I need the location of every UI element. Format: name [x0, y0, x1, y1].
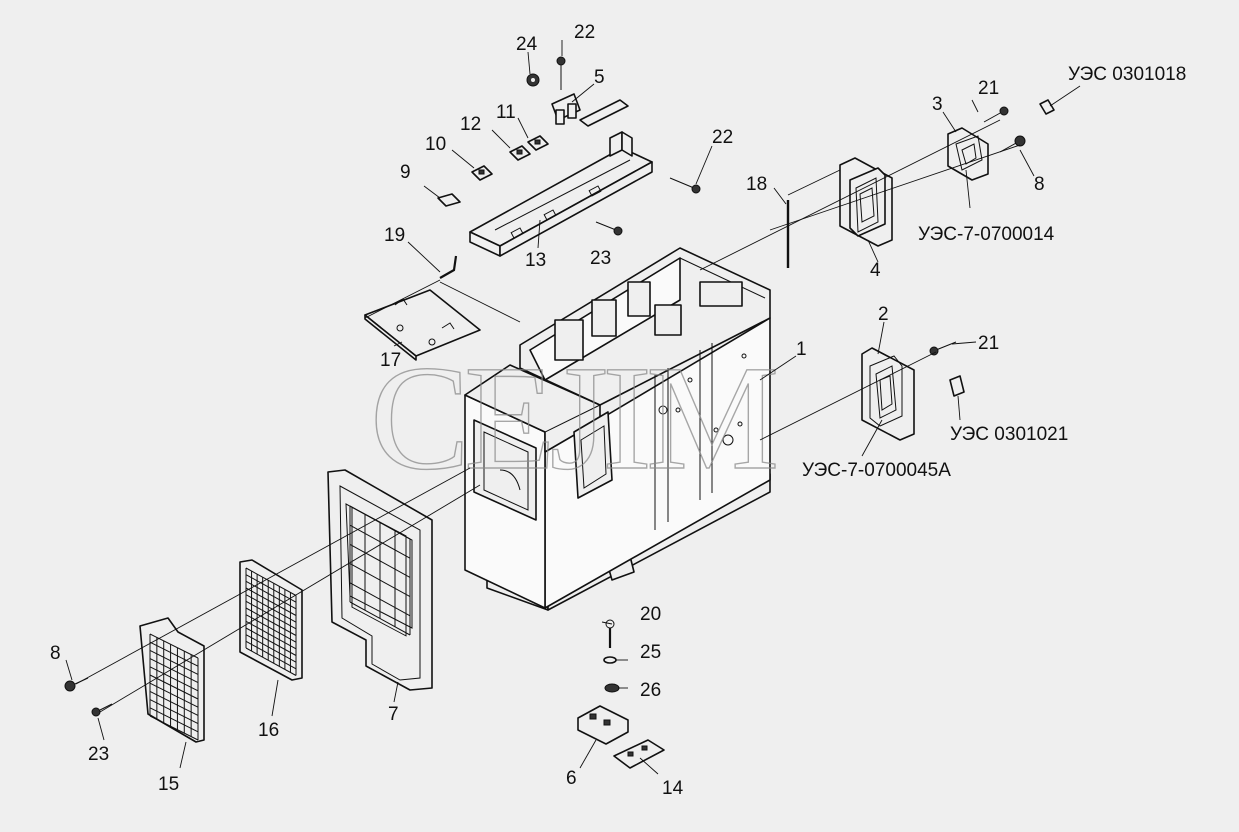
callout-16: 16: [258, 720, 279, 741]
callout-labels: 1 2 3 4 5 6 7 8 8 9 10 11 12 13 14 15 16…: [50, 22, 1045, 799]
callout-19: 19: [384, 225, 405, 246]
callout-8-right: 8: [1034, 174, 1045, 195]
watermark-logo: CEJIM: [370, 335, 775, 501]
callout-26: 26: [640, 680, 661, 701]
callout-4: 4: [870, 260, 881, 281]
callout-9: 9: [400, 162, 411, 183]
plate-part-12: [509, 145, 531, 161]
callout-17: 17: [380, 350, 401, 371]
callout-21-mid: 21: [978, 333, 999, 354]
callout-3: 3: [932, 94, 943, 115]
bolt-part-8-right: [999, 135, 1026, 153]
callout-18: 18: [746, 174, 767, 195]
washer-part-9: [437, 193, 461, 207]
grille-door-part-15: [139, 617, 205, 743]
plate-part-14: [613, 739, 665, 769]
callout-20: 20: [640, 604, 661, 625]
callout-22-top: 22: [574, 22, 595, 43]
callout-8-left: 8: [50, 643, 61, 664]
callout-22-right: 22: [712, 127, 733, 148]
nut-part-24: [526, 73, 540, 87]
callout-2: 2: [878, 304, 889, 325]
bolt-part-20: [605, 619, 615, 648]
callout-1: 1: [796, 339, 807, 360]
callout-7: 7: [388, 704, 399, 725]
grid-cells: [349, 505, 411, 636]
callout-21-top: 21: [978, 78, 999, 99]
bracket-part-6: [577, 705, 629, 745]
ref-ues-0301018: УЭС 0301018: [1068, 64, 1186, 85]
door-frame-part-4: [839, 157, 893, 247]
ref-ues-7-0700014: УЭС-7-0700014: [918, 224, 1055, 245]
callout-25: 25: [640, 642, 661, 663]
callout-13: 13: [525, 250, 546, 271]
callout-5: 5: [594, 67, 605, 88]
ref-ues-7-0700045a: УЭС-7-0700045А: [802, 460, 951, 481]
callout-leaders: [65, 40, 1081, 775]
clip-ref-0301018: [1039, 99, 1055, 115]
bolt-part-21-mid: [929, 341, 957, 356]
clip-ref-0301021: [949, 375, 965, 397]
pin-part-19: [439, 255, 458, 279]
callout-12: 12: [460, 114, 481, 135]
screen-part-16: [239, 559, 303, 681]
bolt-part-21-top: [983, 106, 1009, 123]
housing-part-1: [464, 247, 771, 611]
bolt-part-8-left: [64, 677, 89, 692]
callout-10: 10: [425, 134, 446, 155]
ref-ues-0301021: УЭС 0301021: [950, 424, 1068, 445]
plate-part-10: [471, 165, 493, 181]
callout-11: 11: [496, 102, 516, 123]
bolt-part-22-right: [669, 177, 701, 194]
callout-15: 15: [158, 774, 179, 795]
callout-24: 24: [516, 34, 538, 55]
reference-labels: УЭС 0301018 УЭС-7-0700014 УЭС 0301021 УЭ…: [802, 64, 1186, 481]
spring-washer-part-26: [604, 683, 620, 693]
callout-6: 6: [566, 768, 577, 789]
bracket-part-13: [469, 99, 653, 257]
assembly-lines: [75, 119, 1021, 713]
plate-part-11: [527, 135, 549, 151]
bolt-part-23-top: [595, 221, 623, 236]
washer-part-25: [603, 656, 617, 664]
door-part-2: [861, 347, 915, 441]
bolt-part-22-top: [556, 56, 566, 90]
bolt-part-23-left: [91, 703, 113, 717]
callout-14: 14: [662, 778, 684, 799]
hinge-part-5: [551, 93, 581, 125]
callout-23-left: 23: [88, 744, 109, 765]
callout-23-top: 23: [590, 248, 611, 269]
